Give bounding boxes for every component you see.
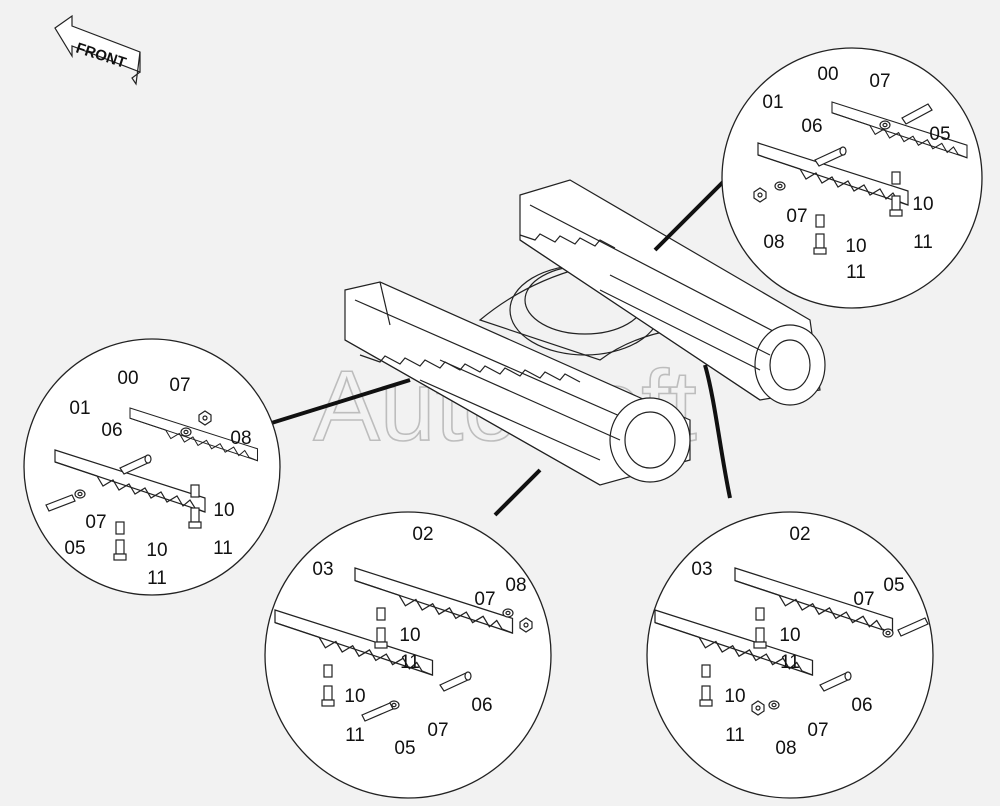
callout-11: 11 <box>725 725 745 746</box>
callout-07: 07 <box>807 720 828 741</box>
callout-00: 00 <box>817 64 838 85</box>
callout-07: 07 <box>169 375 190 396</box>
callout-11: 11 <box>213 538 233 559</box>
callout-10: 10 <box>344 686 365 707</box>
callout-07: 07 <box>869 71 890 92</box>
callout-06: 06 <box>471 695 492 716</box>
callout-08: 08 <box>230 428 251 449</box>
callout-05: 05 <box>883 575 904 596</box>
callout-11: 11 <box>345 725 365 746</box>
callout-11: 11 <box>147 568 167 589</box>
callout-01: 01 <box>762 92 783 113</box>
leader-line <box>653 173 732 252</box>
callout-02: 02 <box>412 524 433 545</box>
callout-06: 06 <box>851 695 872 716</box>
callout-08: 08 <box>775 738 796 759</box>
callout-07: 07 <box>85 512 106 533</box>
callout-02: 02 <box>789 524 810 545</box>
callout-00: 00 <box>117 368 138 389</box>
callout-05: 05 <box>394 738 415 759</box>
leader-line <box>264 378 411 427</box>
undercarriage-frame <box>344 179 826 486</box>
leader-line <box>703 364 732 499</box>
callout-10: 10 <box>845 236 866 257</box>
callout-08: 08 <box>763 232 784 253</box>
detail-view-left: 00 07 08 01 06 07 05 10 11 10 11 <box>23 338 281 596</box>
callout-06: 06 <box>801 116 822 137</box>
callout-01: 01 <box>69 398 90 419</box>
leader-line <box>493 468 542 517</box>
callout-10: 10 <box>146 540 167 561</box>
detail-view-upper-right: 00 07 05 01 06 07 10 11 08 10 11 <box>721 47 983 309</box>
callout-08: 08 <box>505 575 526 596</box>
callout-11: 11 <box>913 232 933 253</box>
callout-07: 07 <box>427 720 448 741</box>
callout-11: 11 <box>846 262 866 283</box>
callout-10: 10 <box>213 500 234 521</box>
callout-10: 10 <box>779 625 800 646</box>
callout-10: 10 <box>399 625 420 646</box>
front-arrow-icon: FRONT <box>54 14 141 86</box>
callout-07: 07 <box>474 589 495 610</box>
callout-10: 10 <box>912 194 933 215</box>
callout-07: 07 <box>853 589 874 610</box>
callout-11: 11 <box>400 652 420 673</box>
detail-view-bottom-middle: 02 03 08 07 10 11 10 06 11 07 05 <box>264 511 552 799</box>
callout-05: 05 <box>929 124 950 145</box>
callout-07: 07 <box>786 206 807 227</box>
callout-05: 05 <box>64 538 85 559</box>
detail-view-bottom-right: 02 03 05 07 10 11 10 06 11 07 08 <box>646 511 934 799</box>
callout-10: 10 <box>724 686 745 707</box>
callout-03: 03 <box>312 559 333 580</box>
callout-06: 06 <box>101 420 122 441</box>
callout-03: 03 <box>691 559 712 580</box>
callout-11: 11 <box>780 652 800 673</box>
